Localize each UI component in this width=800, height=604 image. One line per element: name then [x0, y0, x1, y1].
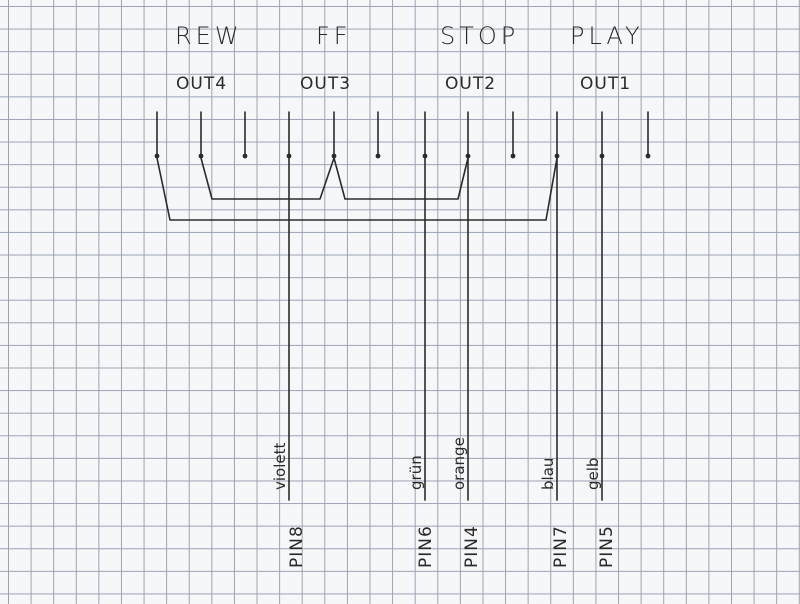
- wire-color-gruen: grün: [407, 455, 425, 490]
- inner-bridge-wire-right: [333, 157, 469, 200]
- wire-color-violett: violett: [271, 443, 289, 490]
- label-out3: OUT3: [300, 74, 351, 94]
- label-out2: OUT2: [445, 74, 496, 94]
- pin-label-pin4: PIN4: [462, 525, 482, 568]
- signal-wires: [288, 155, 603, 501]
- contact-dot: [198, 153, 204, 159]
- contact-dot: [154, 153, 160, 159]
- bridge-wires: [156, 157, 558, 221]
- contact-dot: [645, 153, 651, 159]
- contact-pins: [154, 111, 651, 159]
- wire-color-blau: blau: [539, 458, 557, 490]
- pin-label-pin7: PIN7: [551, 525, 571, 568]
- wire-color-gelb: gelb: [584, 458, 602, 490]
- contact-dot: [242, 153, 248, 159]
- pin-label-pin8: PIN8: [287, 525, 307, 568]
- label-rew: REW: [175, 22, 243, 50]
- pin-label-pin6: PIN6: [416, 525, 436, 568]
- label-stop: STOP: [440, 22, 519, 50]
- label-ff: FF: [316, 22, 352, 50]
- inner-bridge-wire-left: [200, 157, 335, 200]
- label-play: PLAY: [570, 22, 644, 50]
- contact-dot: [510, 153, 516, 159]
- label-out1: OUT1: [580, 74, 631, 94]
- contact-dot: [331, 153, 337, 159]
- pin-label-pin5: PIN5: [597, 525, 617, 568]
- label-out4: OUT4: [176, 74, 227, 94]
- outer-bridge-wire: [156, 157, 558, 221]
- contact-dot: [375, 153, 381, 159]
- wire-color-orange: orange: [450, 437, 468, 490]
